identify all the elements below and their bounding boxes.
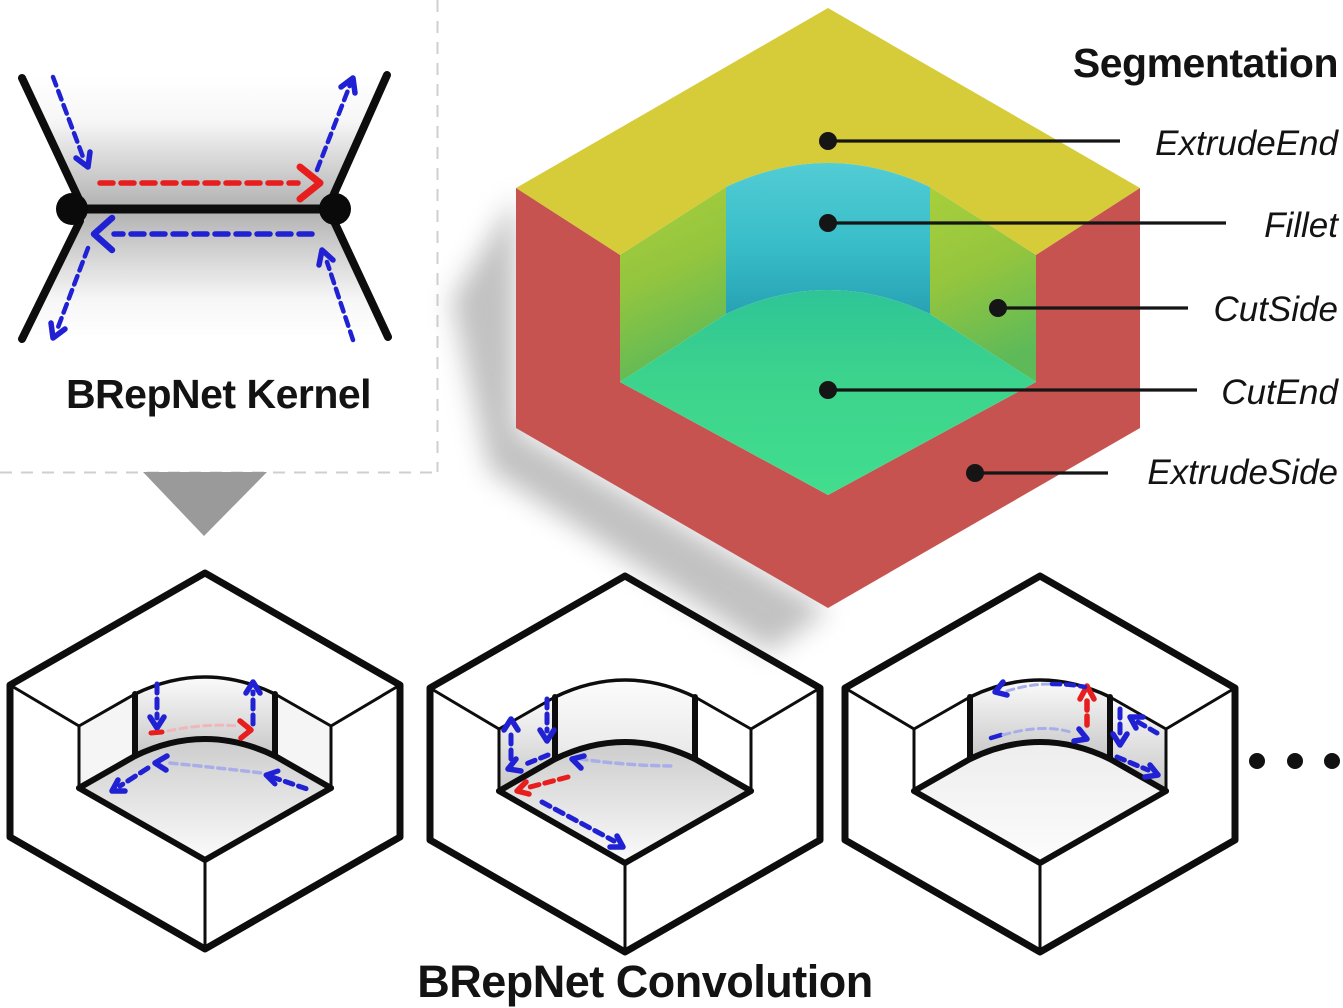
kernel-vertex-left [56, 193, 88, 225]
face-fillet [726, 163, 930, 314]
solid-shadow [452, 196, 828, 652]
leader-dot-extrudeside [966, 464, 984, 482]
segmentation-label-extrudeside: ExtrudeSide [1147, 453, 1338, 492]
segmentation-label-cutside: CutSide [1213, 290, 1338, 329]
convolution-step-1 [10, 573, 400, 949]
kernel-face-bottom-gradient [23, 211, 388, 337]
kernel-arrow-blue-top-right [314, 75, 358, 173]
ellipsis-icon [1249, 753, 1340, 769]
face-cut-side-right [930, 187, 1036, 382]
segmentation-label-extrudeend: ExtrudeEnd [1155, 124, 1338, 163]
step1-arrows [109, 679, 310, 794]
segmented-solid [452, 8, 1140, 652]
flow-triangle-down-icon [143, 472, 267, 536]
kernel-face-top-gradient [24, 76, 386, 207]
kernel-vertex-right [319, 193, 351, 225]
kernel-arrow-blue-bottom-left [48, 245, 91, 341]
convolution-step-3 [845, 576, 1235, 952]
kernel-arrow-blue-bottom-right [316, 247, 356, 343]
kernel-panel [0, 0, 439, 536]
leader-dot-cutside [989, 299, 1007, 317]
segmentation-title: Segmentation [1072, 40, 1339, 86]
kernel-arrow-red-next [97, 163, 324, 203]
face-extrude-side-right [828, 188, 1140, 608]
kernel-arrow-blue-top-left [50, 74, 93, 170]
kernel-diagram [18, 71, 392, 343]
face-extrude-side-left [516, 188, 828, 608]
kernel-arrow-blue-mate [90, 214, 315, 254]
face-extrude-end [516, 8, 1140, 255]
leader-dot-fillet [819, 214, 837, 232]
kernel-coedge-lines [18, 71, 392, 343]
kernel-caption: BRepNet Kernel [65, 371, 372, 417]
step3-arrows [988, 679, 1161, 780]
step2-arrows [501, 696, 677, 850]
segmentation-label-fillet: Fillet [1264, 206, 1338, 245]
convolution-caption: BRepNet Convolution [417, 956, 873, 1007]
leader-dot-extrudeend [819, 132, 837, 150]
segmentation-leaders [819, 132, 1226, 482]
segmentation-label-cutend: CutEnd [1221, 373, 1338, 412]
convolution-step-2 [430, 576, 820, 952]
face-cut-side-left [620, 187, 726, 382]
leader-dot-cutend [819, 381, 837, 399]
